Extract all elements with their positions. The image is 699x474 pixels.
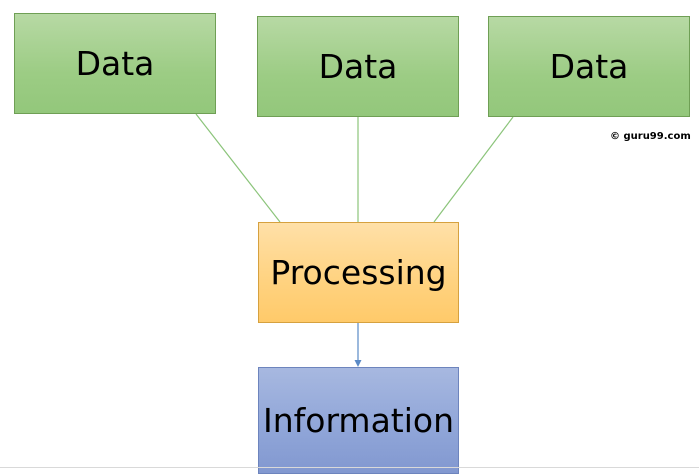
data-box-2: Data	[257, 16, 459, 117]
information-box-label: Information	[262, 401, 455, 440]
data-box-1: Data	[14, 13, 216, 114]
data-box-3-label: Data	[549, 47, 629, 86]
processing-box: Processing	[258, 222, 459, 323]
information-box: Information	[258, 367, 459, 474]
data-box-3: Data	[488, 16, 690, 117]
bottom-divider	[0, 467, 699, 468]
data-box-2-label: Data	[318, 47, 398, 86]
processing-box-label: Processing	[270, 253, 447, 292]
connector-data-3-to-processing	[433, 116, 514, 223]
connector-data-1-to-processing	[195, 113, 281, 223]
copyright-watermark: © guru99.com	[610, 131, 691, 142]
arrowhead-icon	[354, 360, 362, 367]
data-box-1-label: Data	[75, 44, 155, 83]
